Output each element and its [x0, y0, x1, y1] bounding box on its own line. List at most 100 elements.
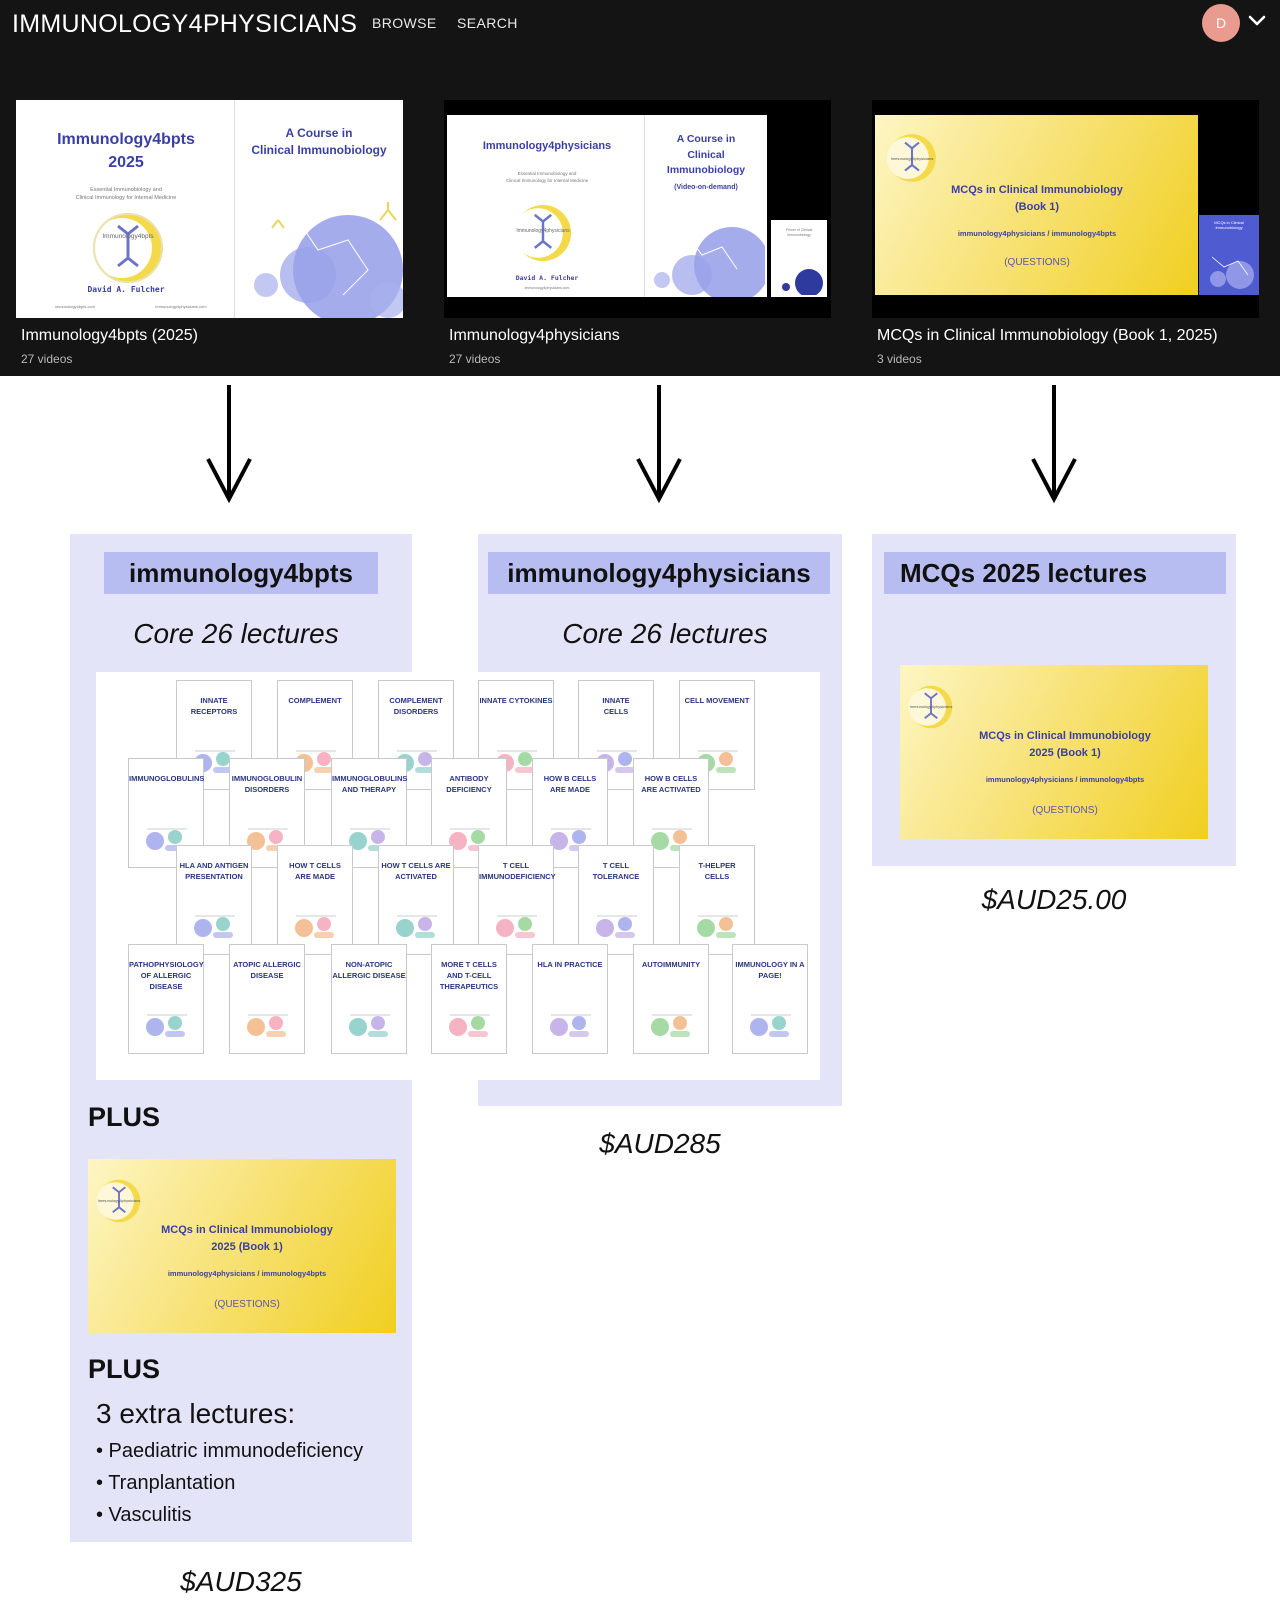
- plus-label: PLUS: [88, 1102, 161, 1132]
- offer-price: $AUD285: [599, 1128, 721, 1159]
- immunology-logo-icon: [92, 213, 163, 283]
- lecture-title: INNATE CYTOKINES: [479, 696, 553, 705]
- cover-questions-label: (QUESTIONS): [214, 1299, 280, 1310]
- lecture-tile[interactable]: NON-ATOPIC ALLERGIC DISEASE: [331, 944, 407, 1054]
- lecture-title: HOW B CELLS ARE MADE: [543, 774, 597, 794]
- offer-core-lectures: Core 26 lectures: [133, 618, 339, 649]
- thumb-subtitle: immunology4physicians / immunology4bpts: [957, 229, 1117, 238]
- chevron-down-icon[interactable]: [1246, 10, 1268, 32]
- lecture-tile[interactable]: T CELL TOLERANCE: [578, 845, 654, 955]
- plus-label: PLUS: [88, 1354, 161, 1384]
- lecture-illustration-icon: [750, 1014, 791, 1037]
- thumb-author: David A. Fulcher: [87, 285, 165, 294]
- thumb-logo-text: Immunology4physicians: [516, 228, 570, 234]
- thumb-questions-label: (QUESTIONS): [1004, 257, 1070, 268]
- lecture-title: INNATE CELLS: [602, 696, 630, 716]
- lecture-title: HOW T CELLS ARE MADE: [289, 861, 341, 881]
- mcq-book-cover[interactable]: [88, 1159, 396, 1333]
- molecule-illustration-icon: [254, 202, 403, 318]
- lecture-tile[interactable]: IMMUNOLOGY IN A PAGE!: [732, 944, 808, 1054]
- collection-title[interactable]: Immunology4bpts (2025): [21, 327, 198, 344]
- thumb-footer: immunology4physicians.com: [524, 286, 570, 290]
- lecture-tile[interactable]: T CELL IMMUNODEFICIENCY: [478, 845, 556, 955]
- molecule-illustration-icon: [654, 227, 765, 297]
- lecture-tile[interactable]: HOW T CELLS ARE MADE: [277, 845, 353, 955]
- lecture-tile[interactable]: T-HELPER CELLS: [679, 845, 755, 955]
- offer-price: $AUD325: [180, 1566, 302, 1597]
- mini-book-title: Primer of Clinical Immunobiology: [785, 228, 813, 237]
- thumb-footer-left: immunology4bpts.com: [54, 304, 96, 309]
- lecture-title: T CELL IMMUNODEFICIENCY: [479, 861, 556, 881]
- lecture-tile[interactable]: HLA IN PRACTICE: [532, 944, 608, 1054]
- brand-logo[interactable]: IMMUNOLOGY4PHYSICIANS: [12, 10, 358, 38]
- cover-questions-label: (QUESTIONS): [1032, 805, 1098, 816]
- thumb-right-title: A Course in Clinical Immunobiology: [251, 126, 387, 157]
- collection-video-count: 3 videos: [877, 352, 922, 366]
- immunology-logo-icon: [513, 204, 572, 262]
- down-arrow-icon: [636, 385, 682, 504]
- offer-core-lectures: Core 26 lectures: [562, 618, 768, 649]
- thumb-subtitle: Essential Immunobiology and Clinical Imm…: [505, 171, 589, 183]
- lecture-title: HOW T CELLS ARE ACTIVATED: [381, 861, 451, 881]
- lecture-illustration-icon: [651, 828, 692, 851]
- lecture-illustration-icon: [349, 1014, 390, 1037]
- extra-lectures-title: 3 extra lectures:: [96, 1398, 296, 1429]
- extra-lecture-item: • Vasculitis: [96, 1504, 192, 1526]
- lecture-title: AUTOIMMUNITY: [641, 960, 701, 969]
- mini-book-illustration-icon: [782, 269, 823, 295]
- lecture-tile[interactable]: HOW T CELLS ARE ACTIVATED: [378, 845, 454, 955]
- user-avatar[interactable]: D: [1202, 4, 1240, 42]
- lecture-title: PATHOPHYSIOLOGY OF ALLERGIC DISEASE: [129, 960, 204, 991]
- lecture-title: T CELL TOLERANCE: [592, 861, 640, 881]
- lecture-illustration-icon: [295, 915, 336, 938]
- cover-logo-text: Immunology4physicians: [97, 1198, 141, 1203]
- thumb-footer-right: immunology4physicians.com: [155, 304, 207, 309]
- lecture-title: MORE T CELLS AND T-CELL THERAPEUTICS: [439, 960, 499, 991]
- mcq-book-cover[interactable]: [900, 665, 1208, 839]
- lecture-illustration-icon: [550, 1014, 591, 1037]
- cover-title: MCQs in Clinical Immunobiology 2025 (Boo…: [979, 730, 1151, 759]
- lecture-tile[interactable]: ATOPIC ALLERGIC DISEASE: [229, 944, 305, 1054]
- lecture-title: CELL MOVEMENT: [684, 696, 750, 705]
- thumb-title: Immunology4bpts 2025: [57, 131, 195, 171]
- down-arrow-icon: [206, 385, 252, 504]
- thumb-right-subtitle: (Video-on-demand): [674, 184, 738, 191]
- thumb-right-title: A Course in Clinical Immunobiology: [666, 133, 746, 176]
- collection-title[interactable]: MCQs in Clinical Immunobiology (Book 1, …: [877, 327, 1218, 344]
- lecture-tile[interactable]: HLA AND ANTIGEN PRESENTATION: [176, 845, 252, 955]
- thumb-logo-text: Immunology4physicians: [890, 156, 934, 161]
- nav-browse[interactable]: BROWSE: [372, 15, 437, 31]
- lecture-title: IMMUNOGLOBULINS AND THERAPY: [332, 774, 408, 794]
- lecture-illustration-icon: [550, 828, 591, 851]
- thumb-author: David A. Fulcher: [515, 274, 579, 282]
- divider: [644, 115, 645, 297]
- offer-price: $AUD25.00: [981, 884, 1127, 915]
- immunology-logo-icon: [886, 134, 936, 182]
- lecture-title: HLA IN PRACTICE: [537, 960, 603, 969]
- thumb-logo-text: Immunology4bpts: [102, 233, 154, 240]
- lecture-title: HOW B CELLS ARE ACTIVATED: [641, 774, 701, 794]
- lecture-title: COMPLEMENT DISORDERS: [389, 696, 443, 716]
- lecture-title: INNATE RECEPTORS: [190, 696, 238, 716]
- cover-title: MCQs in Clinical Immunobiology 2025 (Boo…: [161, 1224, 333, 1253]
- nav-search[interactable]: SEARCH: [457, 15, 518, 31]
- cover-subtitle: immunology4physicians / immunology4bpts: [167, 1269, 327, 1278]
- lecture-illustration-icon: [449, 1014, 490, 1037]
- lecture-tile[interactable]: MORE T CELLS AND T-CELL THERAPEUTICS: [431, 944, 507, 1054]
- collection-video-count: 27 videos: [21, 352, 73, 366]
- lecture-tile[interactable]: AUTOIMMUNITY: [633, 944, 709, 1054]
- lecture-title: NON-ATOPIC ALLERGIC DISEASE: [332, 960, 406, 980]
- collection-card-immunology4physicians[interactable]: Immunology4physicians Essential Immunobi…: [444, 100, 831, 318]
- mini-book-title: MCQs in Clinical Immunobiology: [1214, 220, 1244, 230]
- lecture-tile[interactable]: PATHOPHYSIOLOGY OF ALLERGIC DISEASE: [128, 944, 204, 1054]
- collection-card-immunology4bpts[interactable]: Immunology4bpts 2025 Essential Immunobio…: [16, 100, 403, 318]
- collection-title[interactable]: Immunology4physicians: [449, 327, 620, 344]
- lecture-illustration-icon: [651, 1014, 692, 1037]
- thumb-subtitle: Essential Immunobiology and Clinical Imm…: [75, 187, 177, 201]
- lecture-illustration-icon: [146, 1014, 187, 1037]
- collection-card-mcqs[interactable]: Immunology4physicians MCQs in Clinical I…: [872, 100, 1259, 318]
- thumb-title: Immunology4physicians: [482, 140, 612, 152]
- lecture-illustration-icon: [496, 915, 537, 938]
- lecture-title: ANTIBODY DEFICIENCY: [446, 774, 492, 794]
- cover-logo-text: Immunology4physicians: [909, 704, 953, 709]
